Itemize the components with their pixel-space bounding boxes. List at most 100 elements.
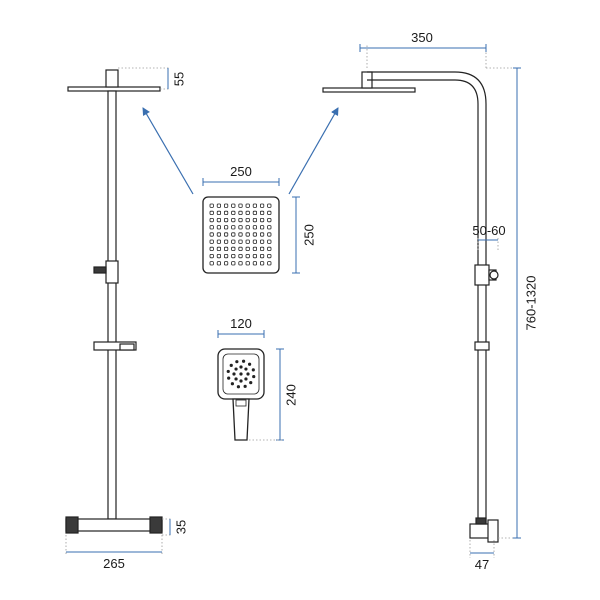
headshower-nozzle: [223, 232, 229, 237]
headshower-nozzle: [216, 253, 221, 259]
headshower-nozzle: [267, 217, 272, 223]
handshower-nozzle: [244, 367, 248, 371]
headshower-nozzle: [231, 239, 236, 244]
headshower-nozzle: [216, 225, 221, 230]
headshower-nozzle: [245, 203, 250, 208]
headshower-nozzle: [245, 253, 250, 259]
headshower-nozzle: [223, 203, 229, 208]
headshower-nozzle: [259, 246, 265, 251]
headshower-nozzle: [238, 253, 243, 259]
pointer-arrow-right: [288, 107, 339, 195]
headshower-nozzle: [245, 261, 250, 266]
side-diverter-knob: [489, 270, 499, 280]
front-diverter: [105, 260, 119, 284]
headshower-nozzle: [231, 217, 236, 223]
headshower-nozzle: [209, 210, 214, 215]
headshower-nozzle: [267, 253, 272, 259]
headshower-nozzle: [238, 239, 243, 244]
front-thermostat-knob-right: [149, 516, 163, 534]
handshower-detail: [217, 348, 265, 441]
headshower-nozzle: [209, 217, 214, 223]
handshower-nozzle: [239, 372, 243, 376]
side-arm-outer: [367, 71, 487, 524]
side-diverter: [474, 264, 490, 286]
headshower-nozzle: [209, 225, 214, 230]
headshower-nozzle: [245, 246, 250, 251]
handshower-nozzles: [226, 359, 256, 389]
handshower-nozzle: [239, 379, 243, 383]
handshower-nozzle: [234, 377, 238, 381]
headshower-nozzle: [209, 253, 214, 259]
side-handshower-holder: [474, 341, 490, 351]
handshower-nozzle: [249, 381, 253, 385]
headshower-nozzle: [267, 246, 272, 251]
headshower-nozzle: [267, 232, 272, 237]
front-thermostat-body: [65, 518, 163, 532]
headshower-nozzle: [267, 261, 272, 266]
dim-label-headshower-depth: 250: [301, 224, 316, 246]
side-wall-bracket: [487, 519, 499, 543]
handshower-nozzle: [248, 362, 252, 366]
handshower-nozzle: [235, 360, 239, 364]
headshower-nozzle: [252, 210, 257, 215]
headshower-nozzle: [223, 210, 229, 215]
headshower-nozzle: [252, 232, 257, 237]
headshower-nozzle: [231, 203, 236, 208]
headshower-nozzle: [216, 203, 221, 208]
handshower-nozzle: [239, 365, 243, 369]
side-thermostat-knob: [475, 517, 487, 525]
headshower-nozzle: [245, 210, 250, 215]
front-holder-slot: [119, 343, 135, 351]
handshower-nozzle: [230, 382, 234, 386]
headshower-nozzle: [223, 253, 229, 259]
dim-label-headshower-height: 55: [171, 72, 186, 86]
handshower-nozzle: [241, 359, 246, 363]
headshower-nozzle: [223, 239, 229, 244]
pointer-arrow-left: [142, 107, 194, 195]
headshower-nozzle: [231, 225, 236, 230]
headshower-nozzle: [223, 261, 229, 266]
handshower-nozzle: [227, 376, 231, 380]
headshower-nozzle: [259, 217, 265, 223]
headshower-nozzle: [238, 261, 243, 266]
headshower-nozzle: [267, 225, 272, 230]
headshower-nozzle: [252, 203, 257, 208]
headshower-nozzle: [259, 232, 265, 237]
headshower-nozzle: [209, 261, 214, 266]
headshower-nozzle: [223, 225, 229, 230]
headshower-nozzle: [259, 253, 265, 259]
headshower-nozzle: [267, 210, 272, 215]
headshower-nozzle: [238, 232, 243, 237]
handshower-nozzle: [246, 372, 250, 376]
headshower-nozzle: [216, 261, 221, 266]
headshower-nozzle: [252, 246, 257, 251]
headshower-nozzle: [252, 225, 257, 230]
handshower-nozzle: [252, 374, 256, 379]
headshower-nozzle: [252, 217, 257, 223]
handshower-nozzle: [232, 372, 236, 376]
handshower-nozzle: [229, 363, 233, 367]
headshower-nozzle: [238, 210, 243, 215]
side-view-shower-column: [322, 44, 520, 558]
dim-label-headshower-width: 250: [230, 164, 252, 179]
handshower-nozzle: [236, 385, 241, 389]
headshower-detail: [202, 196, 280, 274]
headshower-nozzle: [209, 246, 214, 251]
headshower-nozzle: [216, 246, 221, 251]
headshower-nozzle: [223, 217, 229, 223]
headshower-nozzle: [231, 246, 236, 251]
headshower-nozzle: [209, 232, 214, 237]
handshower-nozzle: [244, 377, 248, 381]
headshower-nozzle: [216, 210, 221, 215]
headshower-nozzle: [259, 239, 265, 244]
headshower-nozzle: [209, 239, 214, 244]
handshower-nozzle: [243, 384, 247, 388]
dim-label-arm-reach: 350: [411, 30, 433, 45]
headshower-nozzle: [245, 225, 250, 230]
headshower-nozzle: [223, 246, 229, 251]
headshower-nozzle: [238, 246, 243, 251]
headshower-nozzle: [252, 261, 257, 266]
headshower-nozzle: [231, 253, 236, 259]
headshower-nozzle: [238, 225, 243, 230]
